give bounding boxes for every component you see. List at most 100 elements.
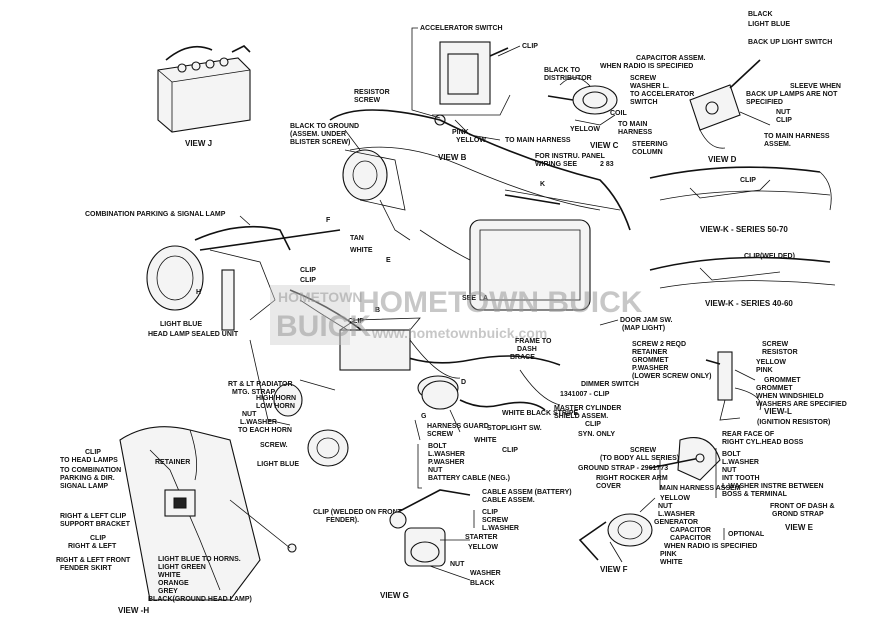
low-horn-label: LOW HORN (256, 403, 295, 410)
light-blue-headlamp-1: LIGHT BLUE (160, 321, 202, 328)
h-wire-4: ORANGE (158, 580, 189, 587)
stoplight-master-cylinder-drawing (414, 380, 546, 441)
tan-label: TAN (350, 235, 364, 242)
to-each-horn-label: TO EACH HORN (238, 427, 292, 434)
frame-dash-1: FRAME TO (515, 338, 552, 345)
svg-text:HOMETOWN: HOMETOWN (278, 289, 363, 305)
clip-mid-label: CLIP (502, 447, 518, 454)
yellow-l-label: YELLOW (756, 359, 786, 366)
pink-l-label: PINK (756, 367, 773, 374)
view-d-label: VIEW D (708, 155, 737, 164)
bolt-e-4: INT TOOTH (722, 475, 760, 482)
sleeve-3: SPECIFIED (746, 99, 783, 106)
clip-mc-label: CLIP (585, 421, 601, 428)
grommet-1: GROMMET (764, 377, 801, 384)
e-marker: E (386, 257, 391, 264)
starter-label: STARTER (465, 534, 498, 541)
fender-skirt-2: FENDER SKIRT (60, 565, 112, 572)
main-harness-f-label: MAIN HARNESS ASSEM (660, 485, 741, 492)
h-wire-1: LIGHT BLUE TO HORNS. (158, 556, 241, 563)
d-marker: D (461, 379, 466, 386)
svg-text:BUICK: BUICK (276, 310, 371, 343)
nut-horn-label: NUT (242, 411, 257, 418)
steering-column-2: COLUMN (632, 149, 663, 156)
optional-label: OPTIONAL (728, 531, 765, 538)
coil-drawing (547, 77, 618, 126)
resistor-label-1: RESISTOR (354, 89, 390, 96)
nut-f-label: NUT (658, 503, 673, 510)
capacitor-f-1: CAPACITOR (670, 527, 711, 534)
accelerator-switch-drawing (432, 41, 511, 141)
yellow-g-label: YELLOW (468, 544, 498, 551)
rear-face-1: REAR FACE OF (722, 431, 775, 438)
sleeve-1: SLEEVE WHEN (790, 83, 841, 90)
to-accel-1: TO ACCELERATOR (630, 91, 694, 98)
screw-body-1: SCREW (630, 447, 656, 454)
see-label: SEE (462, 295, 476, 302)
screw-retainer-3: GROMMET (632, 357, 669, 364)
to-accel-2: SWITCH (630, 99, 658, 106)
clip-d-label: CLIP (776, 117, 792, 124)
bolt-e-5: L.WASHER INSTRE BETWEEN (722, 483, 824, 490)
h-wire-5: GREY (158, 588, 178, 595)
coil-label: COIL (610, 110, 627, 117)
view-l-label: VIEW-L (764, 407, 792, 416)
door-jam-2: (MAP LIGHT) (622, 325, 665, 332)
white-label: WHITE (350, 247, 373, 254)
front-dash-2: GROND STRAP (772, 511, 824, 518)
bolt-5: BATTERY CABLE (NEG.) (428, 475, 510, 482)
fender-harness-drawing (119, 426, 297, 601)
bolt-3: P.WASHER (428, 459, 464, 466)
ground-strap-label: GROUND STRAP - 2961773 (578, 465, 668, 472)
grommet-3: WHEN WINDSHIELD (756, 393, 824, 400)
black-to-distributor-2: DISTRIBUTOR (544, 75, 592, 82)
combination-lamp-label: COMBINATION PARKING & SIGNAL LAMP (85, 211, 226, 218)
bolt-e-1: BOLT (722, 451, 741, 458)
clip-h-label: CLIP (85, 449, 101, 456)
clip-g-label: CLIP (482, 509, 498, 516)
k-marker: K (540, 181, 545, 188)
light-blue-headlamp-2: HEAD LAMP SEALED UNIT (148, 331, 239, 338)
stoplight-label: STOPLIGHT SW. (487, 425, 542, 432)
hometown-buick-watermark: HOMETOWN BUICK HOMETOWN BUICK www.hometo… (270, 285, 643, 345)
view-h-label: VIEW -H (118, 606, 149, 615)
fender-skirt-1: RIGHT & LEFT FRONT (56, 557, 131, 564)
to-combination-3: SIGNAL LAMP (60, 483, 108, 490)
white-f-label: WHITE (660, 559, 683, 566)
view-l-sub: (IGNITION RESISTOR) (757, 419, 830, 426)
black-g-label: BLACK (470, 580, 495, 587)
clip-rl-1: CLIP (90, 535, 106, 542)
grommet-4: WASHERS ARE SPECIFIED (756, 401, 847, 408)
view-g-label: VIEW G (380, 591, 409, 600)
instru-panel-2: WIRING SEE (535, 161, 577, 168)
grommet-2: GROMMET (756, 385, 793, 392)
sleeve-2: BACK UP LAMPS ARE NOT (746, 91, 838, 98)
clip-2-label: CLIP (300, 277, 316, 284)
door-jam-1: DOOR JAM SW. (620, 317, 673, 324)
b-marker: B (375, 307, 380, 314)
view-f-label: VIEW F (600, 565, 628, 574)
ignition-resistor-drawing (705, 351, 762, 421)
clip-k-label: CLIP (740, 177, 756, 184)
screw-retainer-2: RETAINER (632, 349, 667, 356)
to-main-harness-d-1: TO MAIN HARNESS (764, 133, 830, 140)
battery-drawing (157, 45, 251, 133)
light-blue-mid-label: LIGHT BLUE (257, 461, 299, 468)
retainer-label: RETAINER (155, 459, 190, 466)
headlamp-fender-drawing (146, 225, 341, 331)
instru-panel-3: 2 83 (600, 161, 614, 168)
h-wire-3: WHITE (158, 572, 181, 579)
yellow-f-label: YELLOW (660, 495, 690, 502)
generator-drawing (578, 497, 656, 563)
horns-drawing (249, 339, 349, 467)
capacitor-label-1: CAPACITOR ASSEM. (636, 55, 706, 62)
clip-1341007-label: 1341007 - CLIP (560, 391, 610, 398)
pink-label: PINK (452, 129, 469, 136)
view-e-label: VIEW E (785, 523, 814, 532)
clip-rl-2: RIGHT & LEFT (68, 543, 117, 550)
view-k-1-label: VIEW-K - SERIES 50-70 (700, 225, 788, 234)
bolt-e-6: BOSS & TERMINAL (722, 491, 788, 498)
washer-f-label: L.WASHER (658, 511, 695, 518)
nut-g-label: NUT (450, 561, 465, 568)
